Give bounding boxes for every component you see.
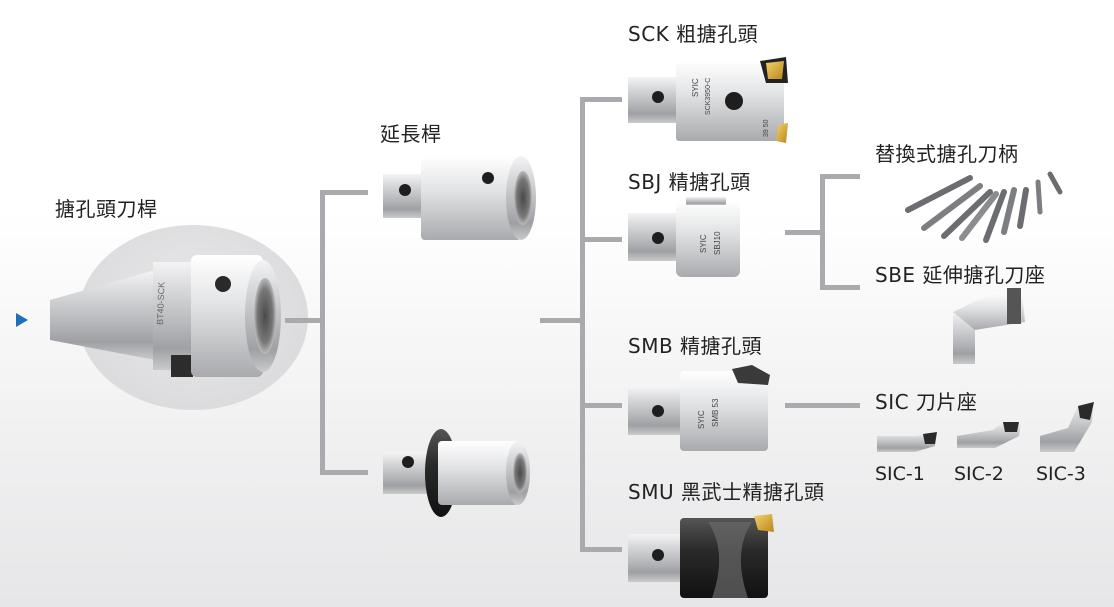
connector-sbj-vertical bbox=[820, 174, 825, 290]
sbj-label: SBJ 精搪孔頭 bbox=[628, 170, 751, 194]
main-holder-label: 搪孔頭刀桿 bbox=[55, 197, 158, 221]
smb-label: SMB 精搪孔頭 bbox=[628, 334, 763, 358]
sic2-label: SIC-2 bbox=[954, 463, 1004, 485]
connector-to-tool-bars bbox=[820, 174, 860, 179]
sic1-image[interactable] bbox=[875, 428, 940, 458]
sbe-label: SBE 延伸搪孔刀座 bbox=[875, 263, 1046, 287]
sbj-brand-mark: SYIC bbox=[699, 234, 708, 253]
sck-head-image[interactable]: SYIC SCK3950-C 39 50 bbox=[628, 55, 798, 150]
connector-sbj-out bbox=[785, 230, 825, 235]
connector-to-sbe bbox=[820, 285, 860, 290]
tool-bars-label: 替換式搪孔刀柄 bbox=[875, 142, 1019, 166]
smu-label: SMU 黑武士精搪孔頭 bbox=[628, 480, 825, 504]
smb-head-image[interactable]: SYIC SMB 53 bbox=[628, 365, 778, 453]
connector-main-out bbox=[285, 318, 325, 323]
pointer-triangle-icon bbox=[16, 313, 28, 327]
connector-to-smu bbox=[580, 547, 622, 552]
smb-model-mark: SMB 53 bbox=[711, 398, 720, 427]
main-holder-image[interactable]: BT40-SCK bbox=[45, 250, 285, 390]
smu-head-image[interactable] bbox=[628, 512, 778, 602]
sbj-head-image[interactable]: SYIC SBJ10 bbox=[628, 195, 748, 280]
connector-to-sck bbox=[580, 97, 622, 102]
sck-brand-mark: SYIC bbox=[691, 78, 700, 97]
main-holder-mark: BT40-SCK bbox=[155, 282, 166, 325]
connector-to-extension-top bbox=[320, 190, 368, 195]
sic3-image[interactable] bbox=[1038, 400, 1098, 456]
sbe-holder-image[interactable] bbox=[945, 282, 1035, 367]
extension-label: 延長桿 bbox=[380, 122, 442, 146]
connector-to-smb bbox=[580, 403, 622, 408]
connector-heads-vertical bbox=[580, 97, 585, 552]
extension-collar-image[interactable] bbox=[383, 428, 543, 523]
sbj-model-mark: SBJ10 bbox=[713, 231, 722, 255]
sic1-label: SIC-1 bbox=[875, 463, 925, 485]
sic3-label: SIC-3 bbox=[1036, 463, 1086, 485]
tool-bars-image[interactable] bbox=[900, 168, 1080, 248]
sck-label: SCK 粗搪孔頭 bbox=[628, 22, 759, 46]
connector-ext-out bbox=[540, 318, 585, 323]
connector-main-vertical bbox=[320, 190, 325, 475]
extension-bar-image[interactable] bbox=[383, 150, 543, 245]
sck-model-mark: SCK3950-C bbox=[705, 78, 712, 115]
connector-to-extension-bottom bbox=[320, 470, 368, 475]
sic-label: SIC 刀片座 bbox=[875, 390, 978, 414]
smb-brand-mark: SYIC bbox=[697, 410, 706, 429]
connector-smb-to-sic bbox=[785, 403, 860, 408]
sic2-image[interactable] bbox=[955, 418, 1025, 454]
connector-to-sbj bbox=[580, 237, 622, 242]
sck-scale-mark: 39 50 bbox=[763, 119, 770, 137]
